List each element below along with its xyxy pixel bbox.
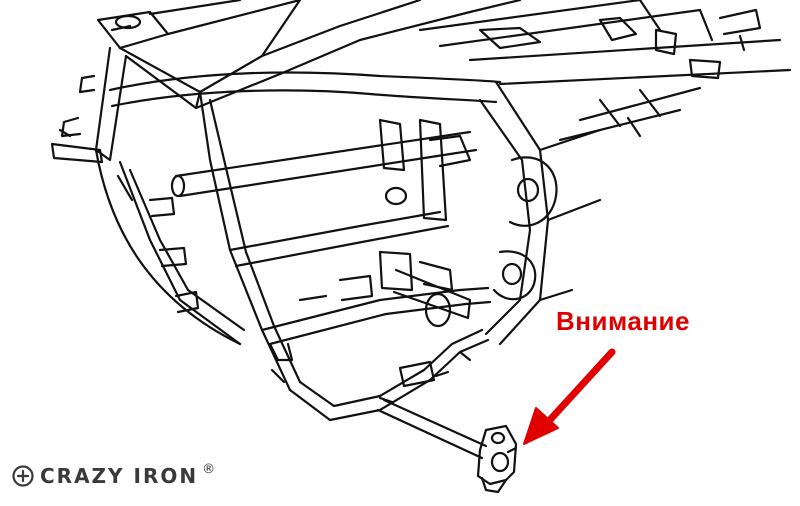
lower-cradle	[268, 328, 490, 422]
swingarm-pivot-area	[478, 80, 602, 346]
attention-arrow-icon	[523, 348, 616, 445]
lower-mount-bracket	[376, 398, 518, 494]
upper-frame-spars	[118, 0, 792, 142]
logo-wordmark: CRAZY IRON	[40, 464, 199, 488]
brand-logo: CRAZY IRON ®	[12, 461, 216, 488]
front-downtube	[94, 71, 502, 392]
steering-head	[50, 10, 170, 164]
crazy-iron-logo-mark-icon	[12, 465, 34, 487]
registered-mark: ®	[202, 461, 216, 477]
attention-callout-label: Внимание	[556, 306, 690, 336]
engine-cradle	[170, 118, 492, 346]
